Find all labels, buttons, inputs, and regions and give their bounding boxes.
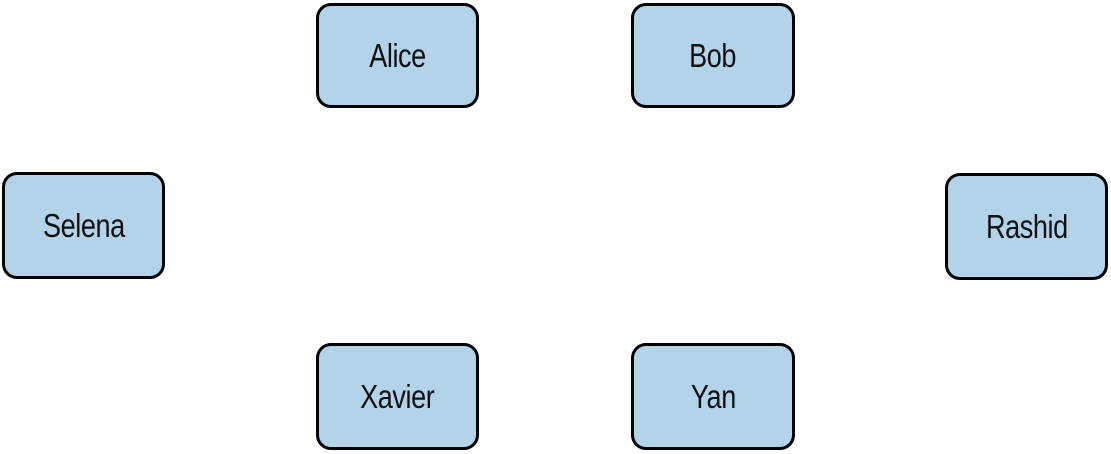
person-node-label: Bob: [689, 36, 737, 74]
person-node-label: Yan: [690, 377, 736, 415]
person-node-bob: Bob: [631, 3, 795, 108]
person-node-xavier: Xavier: [316, 343, 479, 450]
person-node-alice: Alice: [316, 3, 479, 108]
person-node-rashid: Rashid: [945, 173, 1108, 280]
person-node-label: Selena: [42, 206, 125, 244]
person-node-yan: Yan: [631, 343, 795, 450]
person-node-selena: Selena: [2, 172, 165, 279]
person-node-label: Alice: [369, 36, 426, 74]
person-node-label: Xavier: [360, 377, 435, 415]
person-node-label: Rashid: [985, 207, 1068, 245]
